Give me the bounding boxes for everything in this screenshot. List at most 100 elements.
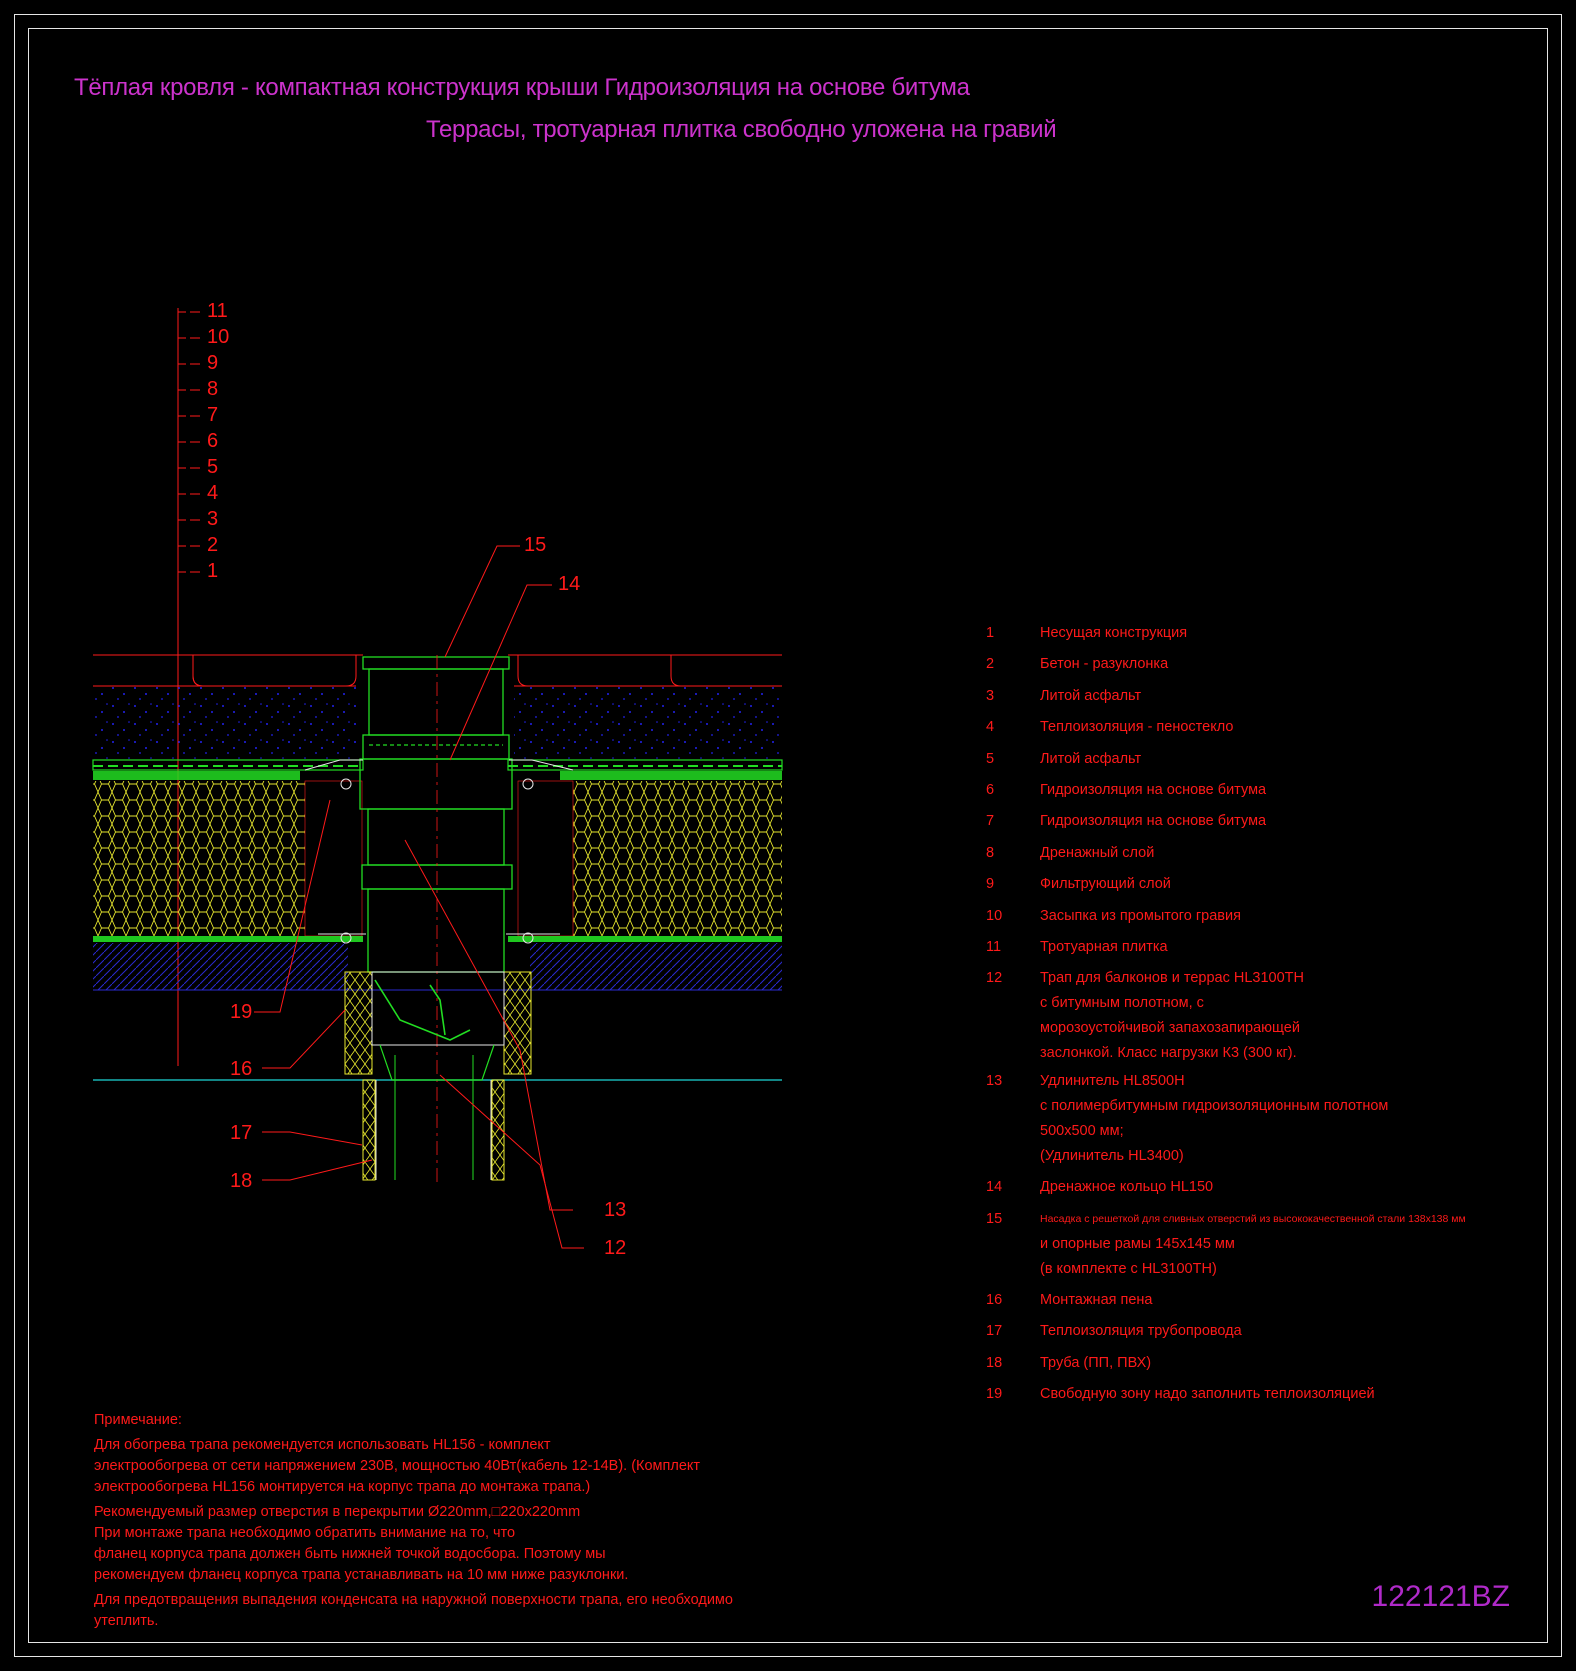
drawing-title-line-1: Тёплая кровля - компактная конструкция к… <box>74 74 970 101</box>
drain-trap <box>344 971 532 1081</box>
callout-12: 12 <box>604 1237 627 1259</box>
legend-item-number: 1 <box>986 625 995 641</box>
legend-item-rest-text: и опорные рамы 145х145 мм (в комплекте с… <box>1040 1235 1235 1277</box>
legend-item: 15 Насадка с решеткой для сливных отверст… <box>976 1207 1496 1282</box>
callout-19: 19 <box>230 1001 253 1023</box>
legend-item-text: Бетон - разуклонка <box>1040 656 1169 673</box>
layer-scale-label: 8 <box>207 378 219 400</box>
legend-item-text: Насадка с решеткой для сливных отверстий… <box>1040 1207 1496 1282</box>
legend-item-number: 4 <box>986 719 995 736</box>
layer-scale-label: 5 <box>207 456 219 478</box>
free-zone <box>304 780 363 937</box>
legend-item-number: 3 <box>986 687 995 704</box>
legend-item: 1 Несущая конструкция <box>976 618 1496 649</box>
layer-scale-label: 9 <box>207 352 219 374</box>
layer-scale-ticks <box>178 311 200 573</box>
notes-paragraph-3: Для предотвращения выпадения конденсата … <box>94 1592 733 1629</box>
legend-item-text: Литой асфальт <box>1040 750 1142 767</box>
paving-tiles <box>93 654 782 687</box>
legend-item-number: 5 <box>986 750 995 767</box>
notes: Примечание: Для обогрева трапа рекоменду… <box>94 1410 794 1636</box>
drawing-frame-inner <box>28 28 1548 1643</box>
legend-item: 12 Трап для балконов и террас HL3100TH с … <box>976 966 1496 1066</box>
foam-glass-insulation-right <box>573 781 782 936</box>
legend-item-number: 17 <box>986 1323 1003 1340</box>
legend-item-text: Трап для балконов и террас HL3100TH с би… <box>1040 970 1304 1062</box>
legend-item-number: 16 <box>986 1291 1003 1308</box>
layer-scale-label: 1 <box>207 560 219 582</box>
legend-item: 9 Фильтрующий слой <box>976 869 1496 900</box>
legend-item-text: Дренажный слой <box>1040 844 1155 861</box>
legend-item-text: Удлинитель HL8500H с полимербитумным гид… <box>1040 1073 1389 1165</box>
legend-item-text: Гидроизоляция на основе битума <box>1040 813 1267 830</box>
legend-item-text: Несущая конструкция <box>1040 625 1188 641</box>
drain-pipe <box>362 1055 505 1181</box>
legend: 1 Несущая конструкция 2 Бетон - разуклонка 3… <box>976 618 1496 1411</box>
legend-item-text: Дренажное кольцо HL150 <box>1040 1179 1214 1196</box>
legend-item-text: Теплоизоляция трубопровода <box>1040 1323 1242 1340</box>
legend-item-text: Фильтрующий слой <box>1040 876 1171 893</box>
concrete-slope <box>93 943 348 990</box>
legend-item: 14 Дренажное кольцо HL150 <box>976 1172 1496 1203</box>
foam-glass-insulation-left <box>93 781 305 936</box>
layer-scale-label: 11 <box>207 300 228 322</box>
notes-heading: Примечание: <box>94 1412 182 1428</box>
layer-scale-label: 4 <box>207 482 219 504</box>
legend-item-text: Засыпка из промытого гравия <box>1040 907 1241 924</box>
legend-item-number: 8 <box>986 844 995 861</box>
legend-item-text: Тротуарная плитка <box>1040 939 1168 956</box>
notes-paragraph-2: Рекомендуемый размер отверстия в перекры… <box>94 1504 629 1583</box>
legend-item-number: 18 <box>986 1354 1003 1371</box>
legend-item: 5 Литой асфальт <box>976 744 1496 775</box>
legend-item: 8 Дренажный слой <box>976 838 1496 869</box>
legend-item-text: Свободную зону надо заполнить теплоизоля… <box>1040 1386 1375 1403</box>
legend-item-number: 7 <box>986 813 995 830</box>
legend-item-number: 19 <box>986 1386 1003 1403</box>
legend-item-number: 11 <box>986 939 1002 956</box>
gravel-bed <box>93 687 356 759</box>
layer-scale-label: 3 <box>207 508 219 530</box>
layer-scale-label: 10 <box>207 326 230 348</box>
drawing-title-line-2: Террасы, тротуарная плитка свободно улож… <box>426 116 1057 143</box>
layer-scale-label: 2 <box>207 534 219 556</box>
legend-item: 10 Засыпка из промытого гравия <box>976 901 1496 932</box>
legend-item-text: Теплоизоляция - пеностекло <box>1040 719 1234 736</box>
legend-item-text: Литой асфальт <box>1040 687 1142 704</box>
legend-item: 3 Литой асфальт <box>976 681 1496 712</box>
callout-13: 13 <box>604 1199 627 1221</box>
legend-item-number: 12 <box>986 970 1003 987</box>
gravel-bed-right <box>514 687 782 759</box>
legend-item: 13 Удлинитель HL8500H с полимербитумным г… <box>976 1069 1496 1169</box>
lower-membrane <box>93 936 782 942</box>
legend-item-number: 2 <box>986 656 995 673</box>
drawing-code: 122121BZ <box>1371 1580 1510 1613</box>
legend-item: 16 Монтажная пена <box>976 1285 1496 1316</box>
legend-item: 17 Теплоизоляция трубопровода <box>976 1316 1496 1347</box>
legend-item-number: 6 <box>986 782 995 799</box>
callout-14: 14 <box>558 573 581 595</box>
drain-flange <box>304 759 574 944</box>
drawing-frame-outer <box>14 14 1562 1657</box>
legend-item-small-text: Насадка с решеткой для сливных отверстий… <box>1040 1212 1466 1225</box>
legend-item: 7 Гидроизоляция на основе битума <box>976 806 1496 837</box>
legend-item-number: 9 <box>986 876 995 893</box>
legend-item-text: Монтажная пена <box>1040 1291 1153 1308</box>
legend-item-number: 15 <box>986 1210 1003 1227</box>
layer-scale-label: 7 <box>207 404 219 426</box>
legend-item-text: Гидроизоляция на основе битума <box>1040 782 1267 799</box>
legend-item-number: 13 <box>986 1073 1003 1090</box>
notes-paragraph-1: Для обогрева трапа рекомендуется использ… <box>94 1437 701 1495</box>
legend-item: 19 Свободную зону надо заполнить теплоизо… <box>976 1379 1496 1410</box>
legend-item-number: 14 <box>986 1179 1003 1196</box>
callout-16: 16 <box>230 1058 253 1080</box>
legend-item: 6 Гидроизоляция на основе битума <box>976 775 1496 806</box>
legend-item: 4 Теплоизоляция - пеностекло <box>976 712 1496 743</box>
legend-item: 11 Тротуарная плитка <box>976 932 1496 963</box>
callout-leaders <box>254 545 584 1249</box>
waterproofing-membranes <box>92 759 783 780</box>
legend-item-number: 10 <box>986 907 1003 924</box>
callout-15: 15 <box>524 534 547 556</box>
drain-body <box>359 655 513 1185</box>
